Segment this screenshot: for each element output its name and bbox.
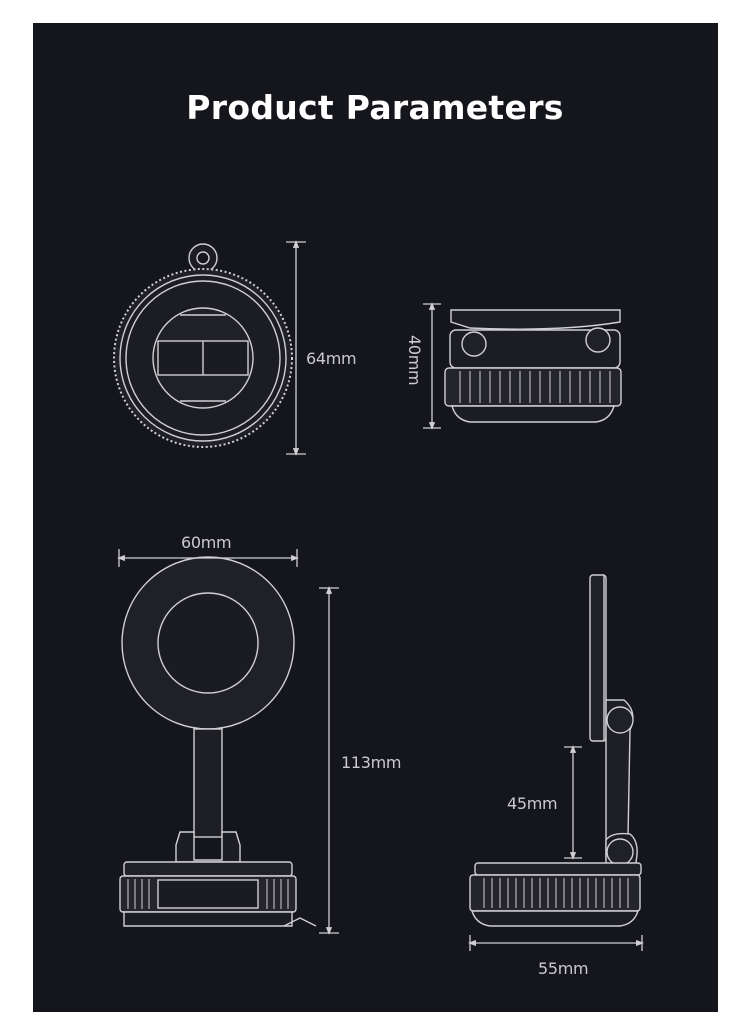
mount-height-label: 64mm	[306, 349, 357, 368]
base-dimension-line	[468, 935, 644, 951]
depth-dimension-line	[423, 302, 441, 430]
total-height-dimension-line	[319, 586, 339, 935]
mount-depth-label: 40mm	[405, 335, 424, 386]
arm-length-label: 45mm	[507, 794, 558, 813]
width-dimension-line	[117, 549, 299, 567]
mount-side-view	[444, 309, 622, 423]
arm-dimension-line	[564, 745, 582, 860]
stand-width-label: 60mm	[181, 533, 232, 552]
base-depth-label: 55mm	[538, 959, 589, 978]
height-dimension-line	[286, 240, 306, 456]
background-panel	[33, 23, 718, 1012]
stand-side-view	[469, 574, 642, 927]
page-title: Product Parameters	[186, 88, 564, 127]
stand-front-view	[119, 556, 317, 927]
mount-top-view	[113, 243, 293, 448]
stand-height-label: 113mm	[341, 753, 402, 772]
